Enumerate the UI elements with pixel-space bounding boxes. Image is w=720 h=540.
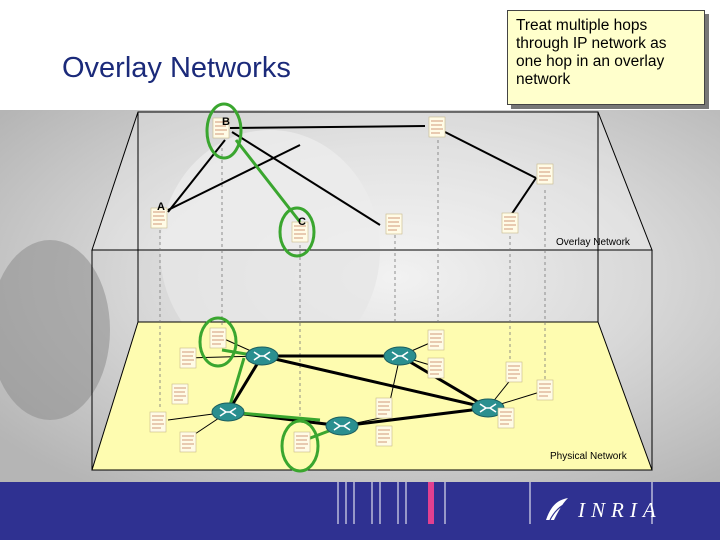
host-icon bbox=[293, 431, 311, 453]
node-label-c: C bbox=[298, 216, 306, 228]
host-icon bbox=[505, 361, 523, 383]
host-icon bbox=[536, 379, 554, 401]
router-icon bbox=[325, 416, 359, 436]
host-icon bbox=[427, 357, 445, 379]
inria-logo-text: INRIA bbox=[578, 498, 662, 522]
overlay-network-label: Overlay Network bbox=[556, 237, 630, 248]
footer-bar bbox=[0, 482, 720, 540]
slide-title: Overlay Networks bbox=[62, 52, 291, 84]
host-icon bbox=[428, 116, 446, 138]
footer-stripes bbox=[337, 482, 653, 524]
router-icon bbox=[245, 346, 279, 366]
highlight-physical-target bbox=[280, 419, 320, 473]
router-icon bbox=[383, 346, 417, 366]
host-icon bbox=[171, 383, 189, 405]
host-icon bbox=[375, 425, 393, 447]
host-icon bbox=[179, 347, 197, 369]
host-icon bbox=[497, 407, 515, 429]
host-icon bbox=[385, 213, 403, 235]
highlight-physical-source bbox=[198, 316, 238, 368]
inria-logo-icon bbox=[546, 498, 568, 521]
host-icon bbox=[501, 212, 519, 234]
host-icon bbox=[209, 327, 227, 349]
highlight-node-b bbox=[205, 102, 243, 160]
callout-box: Treat multiple hops through IP network a… bbox=[507, 10, 705, 105]
host-icon bbox=[427, 329, 445, 351]
router-icon bbox=[211, 402, 245, 422]
host-icon bbox=[536, 163, 554, 185]
node-label-b: B bbox=[222, 116, 230, 128]
host-icon bbox=[375, 397, 393, 419]
node-label-a: A bbox=[157, 201, 165, 213]
host-icon bbox=[179, 431, 197, 453]
highlight-node-c bbox=[278, 206, 316, 258]
host-icon bbox=[149, 411, 167, 433]
overlay-plane bbox=[91, 111, 653, 251]
physical-network-label: Physical Network bbox=[550, 451, 627, 462]
